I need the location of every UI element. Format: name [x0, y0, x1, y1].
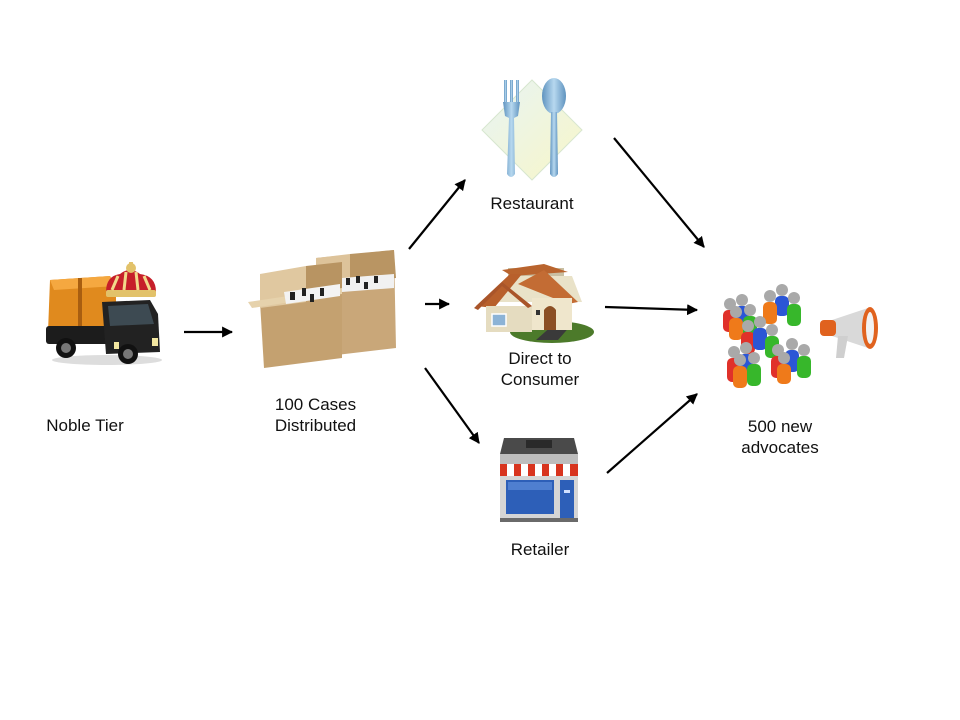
arrow-direct-to-advocates: [604, 304, 699, 316]
direct-label: Direct to Consumer: [480, 348, 600, 390]
fork-spoon-icon: [481, 78, 583, 181]
storefront-icon: [500, 438, 578, 522]
advocates-label-line2: advocates: [741, 438, 819, 457]
arrow-retailer-to-advocates: [606, 393, 698, 474]
people-crowd-icon: [723, 284, 811, 388]
advocates-label-line1: 500 new: [747, 417, 813, 436]
direct-label-line2: Consumer: [500, 370, 580, 389]
advocates-label: 500 new advocates: [724, 416, 836, 458]
restaurant-label: Restaurant: [490, 194, 574, 213]
crowned-truck-icon: [46, 262, 162, 365]
house-icon: [474, 264, 594, 343]
cardboard-boxes-icon: [248, 250, 396, 368]
megaphone-icon: [820, 307, 878, 358]
arrow-cases-to-restaurant: [408, 179, 466, 250]
arrow-restaurant-to-advocates: [613, 137, 705, 248]
cases-label-line2: Distributed: [274, 416, 357, 435]
cases-label: 100 Cases Distributed: [258, 394, 373, 436]
arrow-cases-to-retailer: [424, 367, 480, 444]
direct-label-line1: Direct to: [508, 349, 572, 368]
cases-label-line1: 100 Cases: [274, 395, 357, 414]
noble-tier-label: Noble Tier: [46, 416, 124, 435]
retailer-label: Retailer: [510, 540, 570, 559]
